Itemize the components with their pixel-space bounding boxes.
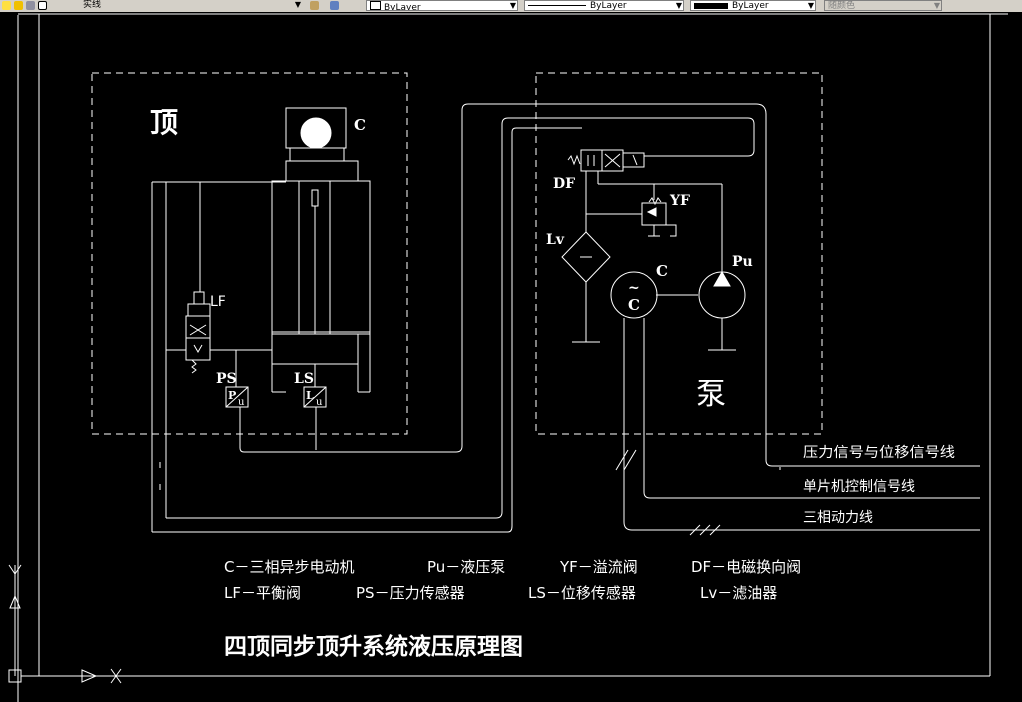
properties-toolbar: 实线 ▼ ByLayer ▼ ByLayer ▼ ByLayer ▼ 随颜色 ▼ xyxy=(0,0,1022,13)
color-swatch-icon xyxy=(38,1,47,10)
top-jack-label: 顶 xyxy=(150,106,178,139)
signal-line-label: 压力信号与位移信号线 xyxy=(803,445,955,461)
lf-label: LF xyxy=(210,294,226,310)
sun-icon[interactable] xyxy=(14,1,23,10)
pu-label: Pu xyxy=(732,254,753,270)
electric-motor-symbol xyxy=(610,271,658,319)
drawing-canvas[interactable]: 顶 泵 C C ~ C LF PS LS DF YF Lv Pu P u L u… xyxy=(0,12,1008,702)
linetype-dropdown[interactable]: ByLayer ▼ xyxy=(524,0,684,11)
legend-pu: Pu－液压泵 xyxy=(427,558,505,576)
motor-c-label: C xyxy=(354,116,366,134)
plotstyle-dropdown[interactable]: 随颜色 ▼ xyxy=(824,0,942,11)
color-value: ByLayer xyxy=(384,3,421,11)
linetype-sample-icon xyxy=(528,5,586,6)
legend-lf: LF－平衡阀 xyxy=(224,584,301,602)
lineweight-value: ByLayer xyxy=(732,1,769,11)
linetype-value: ByLayer xyxy=(590,1,627,11)
layer-previous-icon[interactable] xyxy=(330,1,339,10)
legend-ls: LS－位移传感器 xyxy=(528,584,636,602)
df-label: DF xyxy=(553,176,575,192)
legend-c: C－三相异步电动机 xyxy=(224,558,354,576)
drawing-frame xyxy=(17,13,1008,702)
relief-valve-symbol xyxy=(641,197,677,237)
pump-station-boundary xyxy=(535,72,823,435)
ls-label: LS xyxy=(294,371,314,387)
motor-tilde-label: ~ xyxy=(628,280,640,296)
pressure-sensor-symbol xyxy=(225,386,249,408)
power-line-label: 三相动力线 xyxy=(803,510,873,526)
layer-name: 实线 xyxy=(83,0,102,10)
lv-label: Lv xyxy=(546,232,565,248)
motor-c2-label: C xyxy=(656,262,668,280)
ps-label: PS xyxy=(216,371,237,387)
hydraulic-cylinder-symbol xyxy=(271,107,371,393)
mcu-line-label: 单片机控制信号线 xyxy=(803,479,915,495)
motor-cables xyxy=(615,318,980,536)
plotstyle-value: 随颜色 xyxy=(828,1,856,11)
balance-valve-symbol xyxy=(185,291,211,374)
yf-label: YF xyxy=(669,193,690,209)
chevron-down-icon: ▼ xyxy=(933,1,940,10)
legend-lv: Lv－滤油器 xyxy=(700,584,777,602)
lineweight-sample-icon xyxy=(694,2,728,9)
layer-states-icon[interactable] xyxy=(310,1,319,10)
ucs-icon xyxy=(8,564,122,684)
bulb-icon[interactable] xyxy=(2,1,11,10)
lineweight-dropdown[interactable]: ByLayer ▼ xyxy=(690,0,816,11)
ps-p-label: P xyxy=(228,389,236,402)
ls-u-label: u xyxy=(316,397,323,408)
motor-inner-c-label: C xyxy=(628,296,640,314)
ps-u-label: u xyxy=(238,397,245,408)
pump-station-label: 泵 xyxy=(696,377,726,412)
chevron-down-icon: ▼ xyxy=(509,1,516,10)
color-swatch-icon xyxy=(370,1,381,10)
legend-df: DF－电磁换向阀 xyxy=(691,558,801,576)
lock-icon[interactable] xyxy=(26,1,35,10)
directional-valve-symbol xyxy=(567,149,645,172)
diagram-title: 四顶同步顶升系统液压原理图 xyxy=(224,633,523,660)
legend-ps: PS－压力传感器 xyxy=(356,584,465,602)
chevron-down-icon: ▼ xyxy=(294,0,301,9)
color-dropdown[interactable]: ByLayer ▼ xyxy=(366,0,518,11)
chevron-down-icon: ▼ xyxy=(807,1,814,10)
vertical-scrollbar[interactable] xyxy=(1008,12,1022,702)
layer-dropdown[interactable]: 实线 ▼ xyxy=(50,0,302,11)
ls-l-label: L xyxy=(306,389,314,402)
top-jack-piping xyxy=(151,103,980,533)
chevron-down-icon: ▼ xyxy=(675,1,682,10)
pump-station-piping xyxy=(572,171,736,351)
filter-symbol xyxy=(561,231,611,283)
legend-yf: YF－溢流阀 xyxy=(559,558,638,576)
top-jack-boundary xyxy=(91,72,408,435)
motor-head-circle xyxy=(300,117,332,149)
